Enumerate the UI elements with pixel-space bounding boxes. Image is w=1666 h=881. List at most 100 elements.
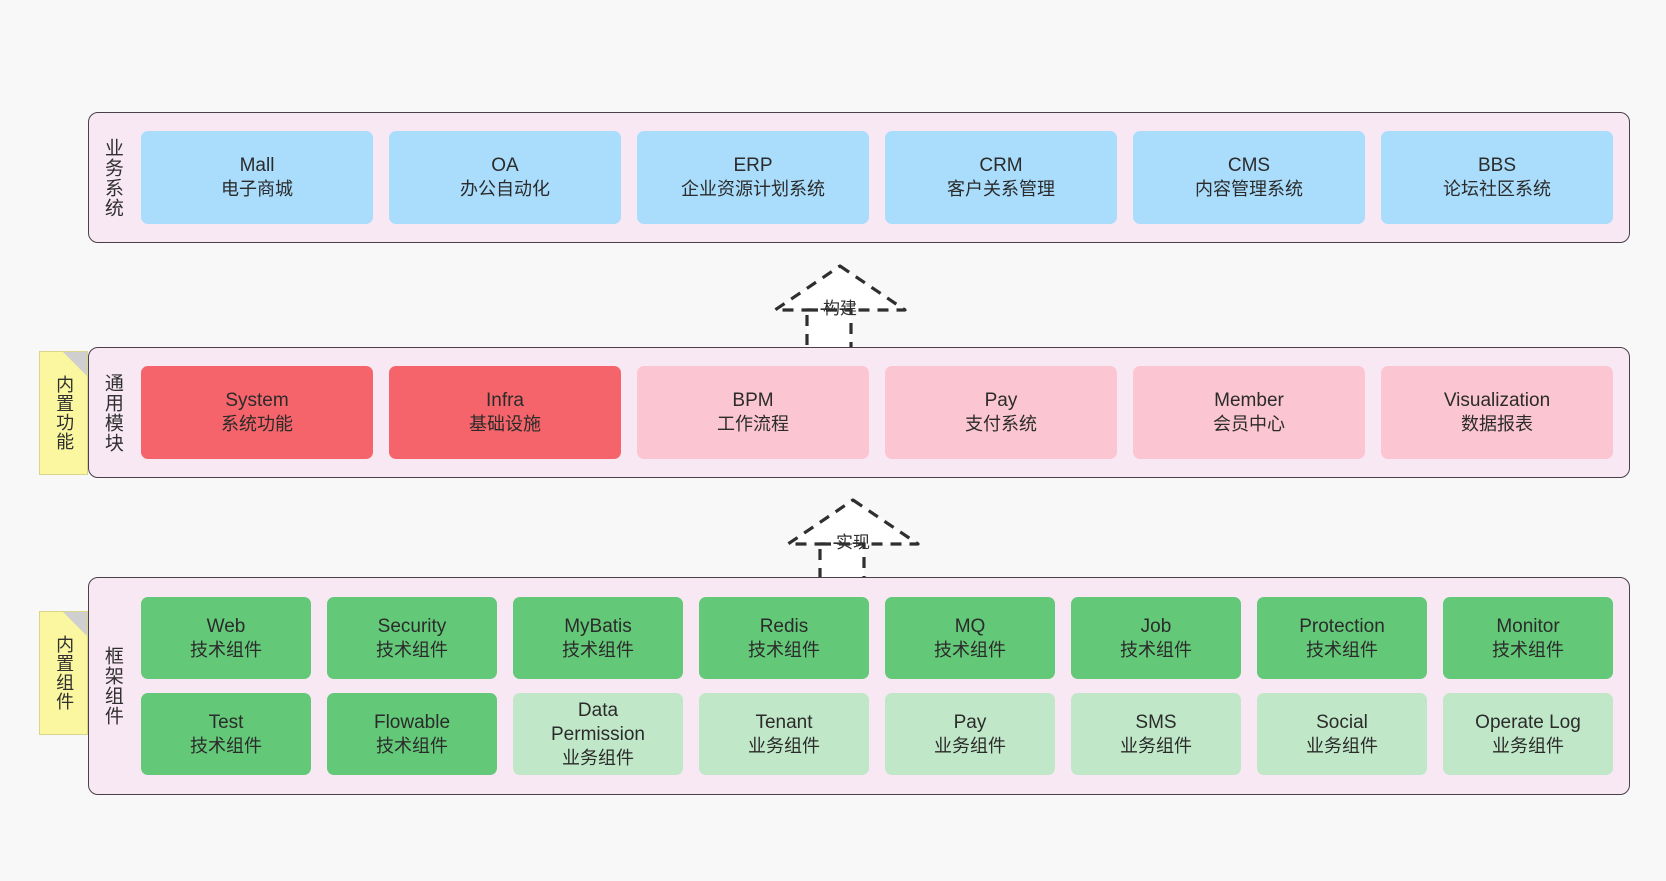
box-cn-label: 系统功能 xyxy=(221,414,293,435)
box-en-label: MyBatis xyxy=(564,615,632,637)
component-box-protection[interactable]: Protection 技术组件 xyxy=(1257,597,1427,679)
component-box-monitor[interactable]: Monitor 技术组件 xyxy=(1443,597,1613,679)
box-cn-label: 基础设施 xyxy=(469,414,541,435)
box-cn-label: 支付系统 xyxy=(965,414,1037,435)
box-en-label: Infra xyxy=(485,390,525,412)
box-en-label: Mall xyxy=(239,155,275,177)
business-box-mall[interactable]: Mall 电子商城 xyxy=(141,131,373,224)
component-box-data-permission[interactable]: Data Permission 业务组件 xyxy=(513,693,683,775)
component-box-flowable[interactable]: Flowable 技术组件 xyxy=(327,693,497,775)
box-en-label: BPM xyxy=(732,390,774,412)
box-en-label: Member xyxy=(1214,390,1284,412)
module-box-visualization[interactable]: Visualization 数据报表 xyxy=(1381,366,1613,459)
layer-business-systems: 业务系统 Mall 电子商城 OA 办公自动化 ERP 企业资源计划系统 CRM… xyxy=(88,112,1630,243)
layer-title-common-modules: 通用模块 xyxy=(101,372,123,453)
business-box-erp[interactable]: ERP 企业资源计划系统 xyxy=(637,131,869,224)
box-en-label: CRM xyxy=(979,155,1023,177)
box-cn-label: 办公自动化 xyxy=(460,179,550,200)
box-en-label: BBS xyxy=(1477,155,1517,177)
box-en-label: Protection xyxy=(1299,615,1385,637)
note-builtin-components: 内置组件 xyxy=(39,611,88,735)
component-box-operate-log[interactable]: Operate Log 业务组件 xyxy=(1443,693,1613,775)
box-en-label: Flowable xyxy=(373,711,451,733)
connector-build: 构建 xyxy=(755,258,925,353)
component-box-security[interactable]: Security 技术组件 xyxy=(327,597,497,679)
component-box-tenant[interactable]: Tenant 业务组件 xyxy=(699,693,869,775)
layer-framework-components: 框架组件 Web 技术组件 Security 技术组件 MyBatis 技术组件 xyxy=(88,577,1630,795)
box-cn-label: 内容管理系统 xyxy=(1195,179,1303,200)
framework-row-tech: Web 技术组件 Security 技术组件 MyBatis 技术组件 Redi… xyxy=(141,597,1613,679)
box-cn-label: 工作流程 xyxy=(717,414,789,435)
layer-title-business-systems: 业务系统 xyxy=(101,137,123,218)
box-cn-label: 技术组件 xyxy=(1306,639,1378,660)
component-box-mybatis[interactable]: MyBatis 技术组件 xyxy=(513,597,683,679)
box-en-label: Visualization xyxy=(1443,390,1551,412)
business-box-cms[interactable]: CMS 内容管理系统 xyxy=(1133,131,1365,224)
component-box-pay[interactable]: Pay 业务组件 xyxy=(885,693,1055,775)
box-cn-label: 业务组件 xyxy=(1306,735,1378,756)
layer-body-common-modules: System 系统功能 Infra 基础设施 BPM 工作流程 Pay 支付系统… xyxy=(135,348,1629,477)
box-en-label: Pay xyxy=(953,711,987,733)
layer-title-framework-components: 框架组件 xyxy=(101,646,123,726)
box-cn-label: 论坛社区系统 xyxy=(1443,179,1551,200)
box-en-label: Monitor xyxy=(1496,615,1560,637)
box-cn-label: 技术组件 xyxy=(190,735,262,756)
box-cn-label: 业务组件 xyxy=(562,747,634,768)
box-en-label: Operate Log xyxy=(1475,711,1581,733)
component-box-mq[interactable]: MQ 技术组件 xyxy=(885,597,1055,679)
box-en-label: Pay xyxy=(984,390,1018,412)
module-box-bpm[interactable]: BPM 工作流程 xyxy=(637,366,869,459)
note-label: 内置功能 xyxy=(54,375,75,451)
layer-body-framework-components: Web 技术组件 Security 技术组件 MyBatis 技术组件 Redi… xyxy=(135,578,1629,794)
business-box-bbs[interactable]: BBS 论坛社区系统 xyxy=(1381,131,1613,224)
box-en-label: Tenant xyxy=(755,711,813,733)
component-box-sms[interactable]: SMS 业务组件 xyxy=(1071,693,1241,775)
framework-row-biz: Test 技术组件 Flowable 技术组件 Data Permission … xyxy=(141,693,1613,775)
box-en-label: MQ xyxy=(954,615,986,637)
component-box-test[interactable]: Test 技术组件 xyxy=(141,693,311,775)
box-cn-label: 技术组件 xyxy=(748,639,820,660)
connector-build-label: 构建 xyxy=(823,299,857,318)
module-box-member[interactable]: Member 会员中心 xyxy=(1133,366,1365,459)
box-cn-label: 技术组件 xyxy=(376,735,448,756)
box-cn-label: 业务组件 xyxy=(1492,735,1564,756)
component-box-social[interactable]: Social 业务组件 xyxy=(1257,693,1427,775)
box-en-label: Data Permission xyxy=(551,699,645,745)
box-en-label: Test xyxy=(208,711,244,733)
note-builtin-features: 内置功能 xyxy=(39,351,88,475)
box-cn-label: 电子商城 xyxy=(221,179,293,200)
framework-grid: Web 技术组件 Security 技术组件 MyBatis 技术组件 Redi… xyxy=(141,594,1613,778)
box-cn-label: 技术组件 xyxy=(190,639,262,660)
module-box-system[interactable]: System 系统功能 xyxy=(141,366,373,459)
connector-implement: 实现 xyxy=(768,492,938,587)
box-en-label: System xyxy=(225,390,289,412)
box-en-label: CMS xyxy=(1227,155,1271,177)
box-en-label: Social xyxy=(1316,711,1368,733)
box-cn-label: 业务组件 xyxy=(1120,735,1192,756)
box-cn-label: 数据报表 xyxy=(1461,414,1533,435)
layer-common-modules: 通用模块 System 系统功能 Infra 基础设施 BPM 工作流程 Pay… xyxy=(88,347,1630,478)
box-cn-label: 客户关系管理 xyxy=(947,179,1055,200)
box-en-label: ERP xyxy=(733,155,773,177)
box-cn-label: 技术组件 xyxy=(1120,639,1192,660)
box-cn-label: 技术组件 xyxy=(934,639,1006,660)
business-box-crm[interactable]: CRM 客户关系管理 xyxy=(885,131,1117,224)
component-box-job[interactable]: Job 技术组件 xyxy=(1071,597,1241,679)
box-en-label: SMS xyxy=(1135,711,1177,733)
box-en-label: Security xyxy=(377,615,447,637)
box-en-label: OA xyxy=(491,155,519,177)
module-box-infra[interactable]: Infra 基础设施 xyxy=(389,366,621,459)
module-box-pay[interactable]: Pay 支付系统 xyxy=(885,366,1117,459)
box-cn-label: 会员中心 xyxy=(1213,414,1285,435)
box-cn-label: 企业资源计划系统 xyxy=(681,179,825,200)
box-en-label: Redis xyxy=(759,615,809,637)
box-cn-label: 业务组件 xyxy=(748,735,820,756)
business-box-oa[interactable]: OA 办公自动化 xyxy=(389,131,621,224)
box-cn-label: 技术组件 xyxy=(1492,639,1564,660)
component-box-web[interactable]: Web 技术组件 xyxy=(141,597,311,679)
box-cn-label: 技术组件 xyxy=(562,639,634,660)
box-cn-label: 技术组件 xyxy=(376,639,448,660)
box-en-label: Web xyxy=(206,615,246,637)
component-box-redis[interactable]: Redis 技术组件 xyxy=(699,597,869,679)
